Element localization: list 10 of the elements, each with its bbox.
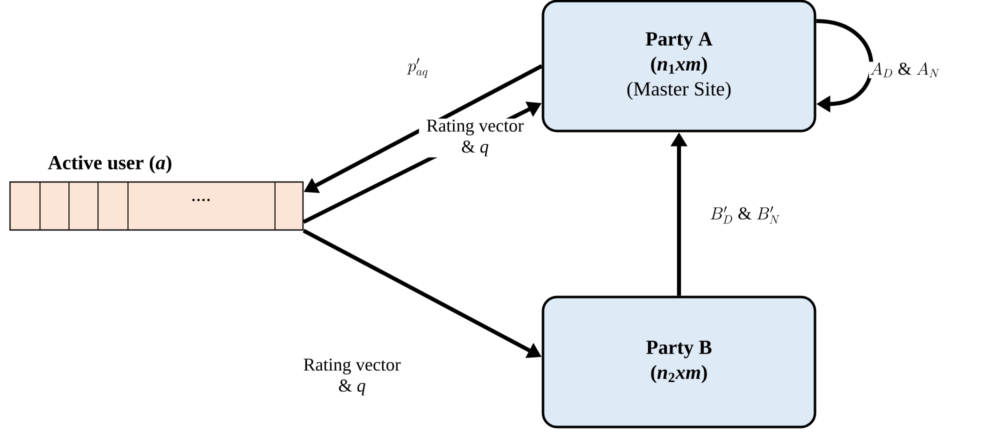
- cell-text: ....: [192, 198, 210, 202]
- edge-label: $p'_{aq}$: [406, 57, 430, 79]
- array-heading: Active user (a): [48, 155, 172, 174]
- edge-label: Rating vector & q: [296, 358, 408, 396]
- arrow: [816, 19, 874, 113]
- edge-label: Rating vector & q: [419, 118, 531, 158]
- party-box: Party B (n$_{2}$xm): [542, 296, 816, 428]
- party-box: Party A (n$_{1}$xm) (Master Site): [542, 0, 816, 132]
- edge-label: $B'_D \ \&\ B'_N$: [708, 205, 782, 225]
- edge-label: $A_D \ \&\ A_N$: [868, 62, 942, 78]
